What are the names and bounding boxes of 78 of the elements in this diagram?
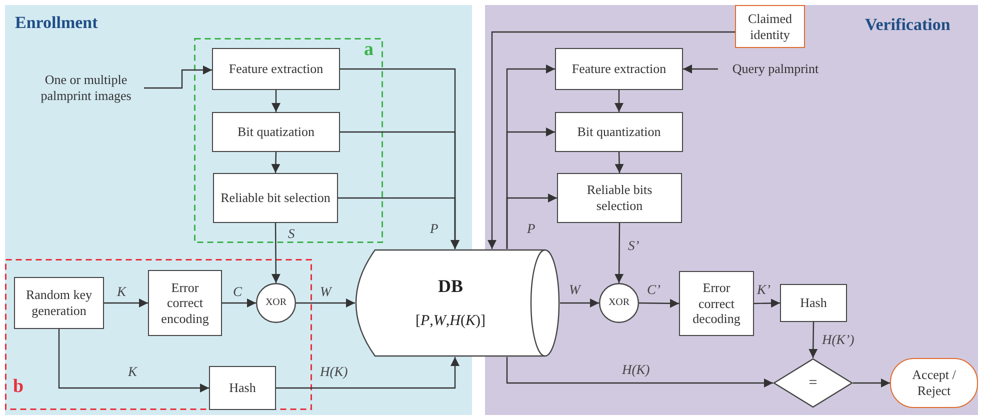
arrow	[338, 197, 460, 249]
process-box	[212, 48, 340, 90]
verification-panel	[485, 5, 978, 415]
process-box	[14, 277, 104, 329]
node-label: Hash	[800, 295, 827, 311]
node-label: Bit quantization	[577, 124, 661, 140]
database-cylinder	[355, 249, 560, 357]
xor-circle	[599, 283, 639, 323]
edge-label: H(K)	[320, 364, 348, 380]
terminal-box	[890, 358, 978, 408]
arrow	[506, 357, 773, 388]
process-box	[555, 48, 683, 90]
edge-label: H(K’)	[822, 332, 854, 348]
node-label: Feature extraction	[228, 61, 324, 77]
node-label: Reliable bits selection	[586, 182, 654, 214]
section-heading: Verification	[865, 15, 950, 35]
node-label: Feature extraction	[572, 61, 666, 77]
arrow	[614, 152, 624, 174]
arrow	[271, 152, 280, 174]
group-letter: b	[13, 377, 24, 396]
node-label: Accept / Reject	[911, 367, 957, 399]
edge-label: K’	[757, 282, 770, 298]
node-label: Error correct decoding	[692, 280, 742, 327]
node-label: Bit quatization	[238, 124, 314, 140]
arrow	[222, 298, 256, 308]
arrow	[272, 90, 280, 112]
arrow	[853, 378, 890, 388]
section-heading: Enrollment	[15, 13, 98, 33]
node-label: Reliable bit selection	[220, 190, 330, 206]
edge-label: W	[569, 282, 580, 298]
node-label: =	[808, 374, 818, 392]
node-label: XOR	[265, 297, 287, 309]
group-letter: a	[364, 40, 374, 59]
arrow	[58, 329, 209, 392]
node-label: XOR	[608, 297, 630, 309]
edge-label: K	[128, 364, 138, 380]
edge-label: P	[430, 221, 438, 237]
process-box	[212, 112, 340, 152]
xor-circle	[256, 283, 296, 323]
node-label: Error correct encoding	[160, 280, 210, 326]
edge-label: P	[527, 221, 536, 237]
arrow	[614, 223, 624, 283]
process-box	[209, 366, 276, 410]
edge-label: C	[233, 284, 242, 300]
arrow	[144, 66, 212, 89]
arrow	[488, 31, 735, 249]
edge-label: K	[117, 284, 126, 300]
decision-diamond	[773, 358, 853, 408]
input-label: Query palmprint	[732, 61, 819, 77]
edge-label: C’	[647, 282, 660, 298]
process-box	[555, 112, 683, 152]
node-label: Hash	[229, 380, 256, 396]
arrow	[276, 357, 460, 389]
arrow	[639, 298, 679, 308]
node-label: Random key generation	[24, 287, 94, 319]
edge-label: W	[320, 284, 332, 300]
arrow	[808, 322, 818, 358]
arrow	[683, 64, 718, 74]
arrow	[271, 223, 280, 283]
process-box	[557, 173, 682, 223]
process-box	[780, 284, 847, 322]
database-contents: [P,W,H(K)]	[415, 312, 486, 330]
node-label: Claimed identity	[746, 10, 794, 42]
arrow	[614, 90, 624, 112]
edge-label: S’	[628, 238, 640, 254]
arrow	[104, 298, 148, 308]
input-label: One or multiple palmprint images	[40, 72, 132, 104]
process-box	[735, 5, 805, 48]
arrow	[560, 298, 599, 308]
process-box	[679, 271, 754, 336]
arrow	[754, 298, 780, 308]
edge-label: S	[288, 226, 295, 242]
database-title: DB	[438, 276, 463, 298]
process-box	[148, 270, 222, 336]
arrow	[506, 194, 557, 249]
process-box	[213, 173, 338, 223]
edge-label: H(K)	[622, 362, 650, 378]
arrow	[296, 298, 355, 308]
